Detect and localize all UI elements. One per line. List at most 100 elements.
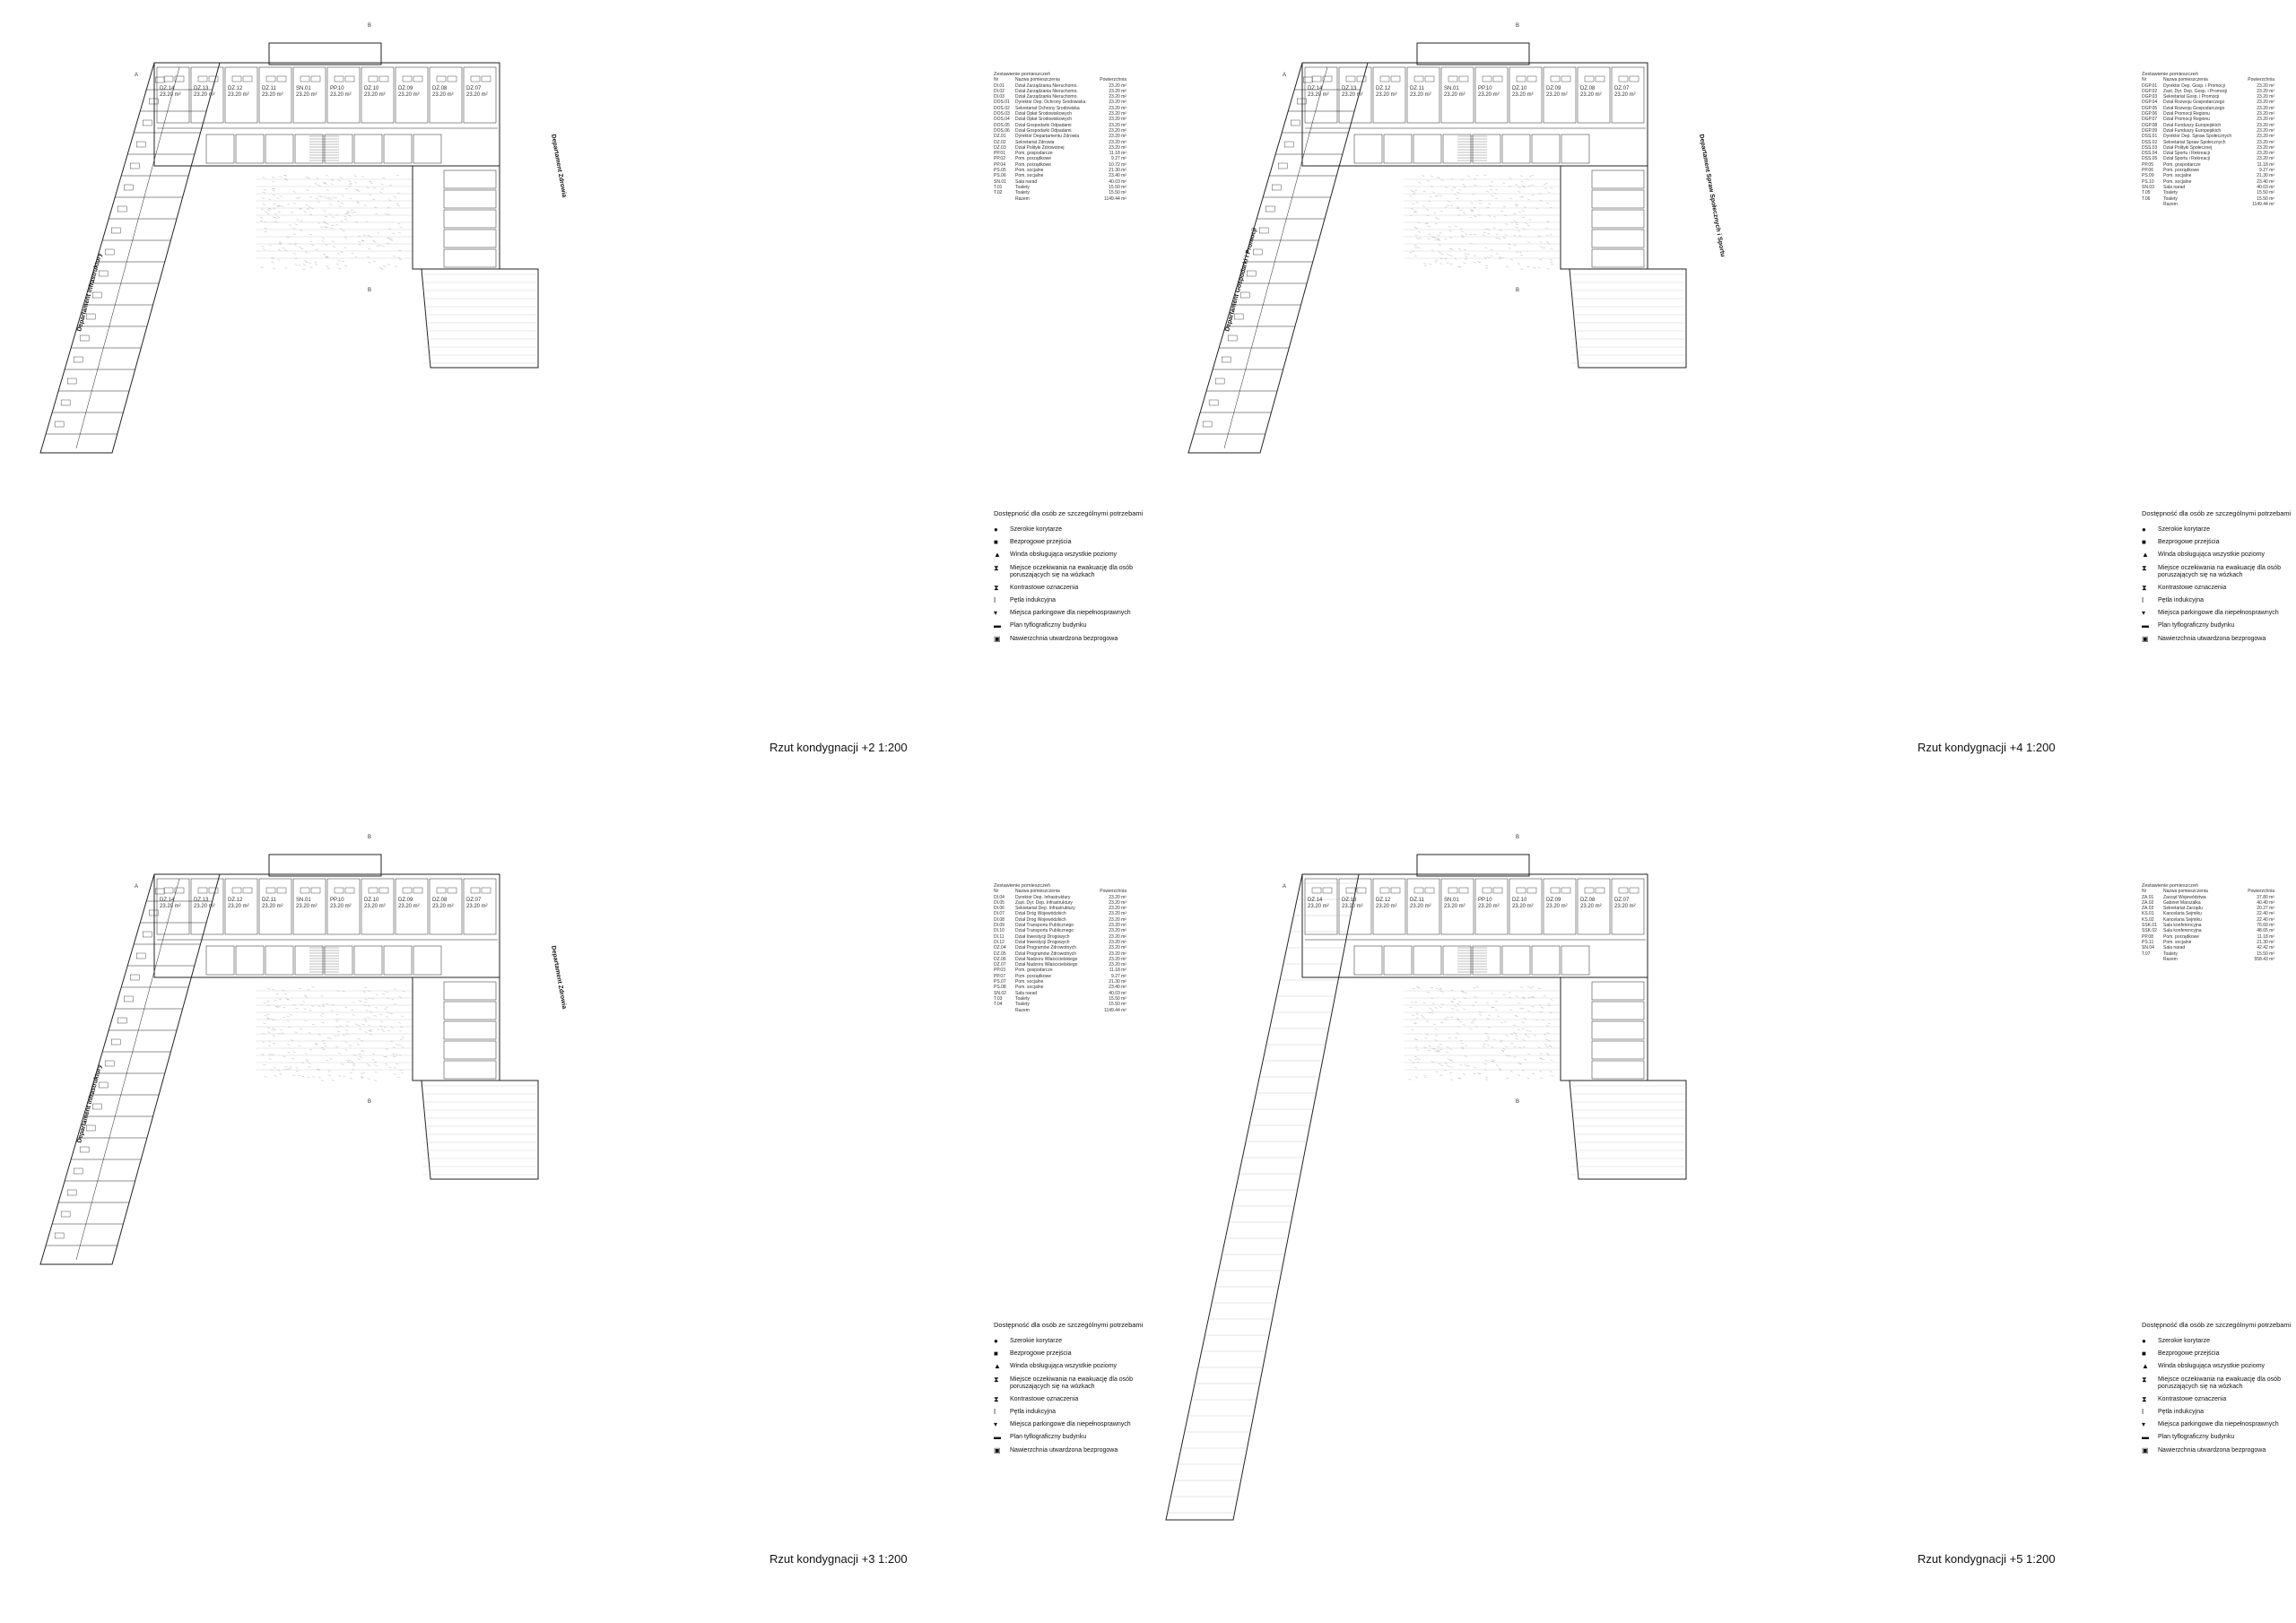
room-schedule-cell: DSS.03 [2142, 144, 2158, 151]
legend-item: ▬Plan tyflograficzny budynku [2142, 622, 2294, 629]
room-area-label: 23.20 m² [1478, 904, 1500, 909]
circle-icon: ● [2142, 1337, 2146, 1345]
room-schedule-cell: DGP.07 [2142, 117, 2158, 123]
legend-item: ▣Nawierzchnia utwardzona bezprogowa [994, 1446, 1146, 1454]
legend-item: ▬Plan tyflograficzny budynku [994, 622, 1146, 629]
room-number-label: DZ.07 [1614, 86, 1630, 91]
room-schedule-cell: Dział Dróg Wojewódzkich [1015, 916, 1066, 923]
room-area-label: 23.20 m² [364, 92, 386, 98]
room-schedule-cell: PS.09 [2142, 173, 2154, 179]
room-schedule-cell: Sekretariat Dep. Infrastruktury [1015, 906, 1075, 912]
room-schedule-cell: 11.18 m² [1109, 151, 1126, 157]
square-icon: ■ [2142, 1350, 2146, 1358]
room-number-label: DZ.12 [1376, 86, 1391, 91]
room-schedule-cell: DI.08 [994, 916, 1004, 923]
room-schedule-cell: Sala narad [2163, 184, 2186, 190]
surface-icon: ▣ [994, 634, 1001, 643]
room-schedule-cell: DOS.04 [994, 117, 1010, 123]
building-outline [1301, 42, 1648, 167]
room-schedule-cell: PP.02 [994, 156, 1005, 162]
legend-item-label: Nawierzchnia utwardzona bezprogowa [1010, 1446, 1118, 1454]
room-schedule-cell: DI.06 [994, 906, 1004, 912]
room-area-label: 23.20 m² [1580, 92, 1602, 98]
circle-icon: ● [994, 525, 998, 534]
left-wing [39, 873, 221, 1265]
room-schedule-cell: Sala narad [2163, 945, 2186, 951]
room-schedule-cell: Dział Programów Zdrowotnych [1015, 950, 1077, 957]
room-schedule-cell: DZ.06 [994, 956, 1006, 962]
room-schedule-cell: Pom. socjalne [1015, 173, 1044, 179]
room-number-label: DZ.11 [262, 86, 277, 91]
room-schedule-cell: ZA.03 [2142, 906, 2154, 912]
loop-icon: ǀ [994, 1407, 996, 1416]
right-wing [1560, 165, 1687, 369]
building-outline [153, 42, 500, 167]
room-schedule-header-cell: Nazwa pomieszczenia [1015, 77, 1060, 83]
room-schedule-cell: DZ.02 [994, 139, 1006, 145]
legend-item: ⧗Kontrastowe oznaczenia [994, 584, 1146, 592]
legend-item: ⧗Miejsce oczekiwania na ewakuację dla os… [2142, 564, 2294, 579]
room-schedule-cell: 21.30 m² [2257, 173, 2274, 179]
room-schedule-header-cell: Powierzchnia [1100, 77, 1126, 83]
room-schedule-cell: Sala konferencyjna [2163, 928, 2202, 934]
room-schedule-cell: Dział Polityki Zdrowotnej [1015, 144, 1065, 151]
room-schedule-cell: 23.20 m² [1109, 945, 1126, 951]
room-schedule-cell: Dyrektor Departamentu Zdrowia [1015, 134, 1080, 140]
room-schedule-cell: Dział Funduszy Europejskich [2163, 122, 2222, 128]
room-number-label: DZ.14 [1308, 86, 1323, 91]
room-area-label: 23.20 m² [466, 904, 488, 909]
room-area-label: 23.20 m² [1444, 904, 1465, 909]
room-schedule-cell: 23.20 m² [2257, 134, 2274, 140]
room-schedule-cell: 11.18 m² [2257, 933, 2274, 940]
room-schedule-cell: 23.20 m² [2257, 151, 2274, 157]
building-outline [1301, 854, 1648, 978]
room-number-label: DZ.11 [262, 898, 277, 903]
legend-item-label: Miejsce oczekiwania na ewakuację dla osó… [2158, 1376, 2281, 1390]
room-schedule-cell: SSK.01 [2142, 923, 2157, 929]
legend-item-label: Szerokie korytarze [1010, 1338, 1062, 1344]
section-mark-b: B [1516, 23, 1519, 29]
room-schedule-cell: Pom. gospodarcze [1015, 968, 1053, 974]
room-number-label: DZ.14 [160, 898, 175, 903]
room-number-label: DZ.10 [1512, 898, 1527, 903]
legend-item: ●Szerokie korytarze [994, 1338, 1146, 1345]
legend-item-label: Szerokie korytarze [2158, 526, 2210, 533]
room-schedule-cell: Toalety [1015, 1002, 1030, 1008]
room-schedule-cell: PS.06 [994, 173, 1006, 179]
room-schedule-cell: DZ.03 [994, 144, 1006, 151]
room-area-label: 23.20 m² [160, 92, 181, 98]
room-schedule-cell: 40.40 m² [2257, 899, 2274, 906]
room-number-label: DZ.08 [1580, 86, 1596, 91]
room-schedule-cell: Kancelaria Sejmiku [2163, 911, 2202, 917]
room-schedule-cell: Dział Opłat Środowiskowych [1015, 111, 1073, 117]
courtyard-hatch [1404, 985, 1561, 1081]
room-schedule-cell: Dział Dróg Wojewódzkich [1015, 911, 1066, 917]
room-schedule-cell: 23.20 m² [2257, 82, 2274, 89]
room-area-label: 23.20 m² [1308, 92, 1329, 98]
room-number-label: DZ.14 [1308, 898, 1323, 903]
room-number-label: DZ.13 [194, 898, 209, 903]
room-schedule-cell: 23.20 m² [2257, 117, 2274, 123]
room-number-label: DZ.08 [432, 898, 448, 903]
room-schedule-cell: Pom. socjalne [1015, 979, 1044, 985]
room-schedule-cell: 23.20 m² [1109, 939, 1126, 945]
